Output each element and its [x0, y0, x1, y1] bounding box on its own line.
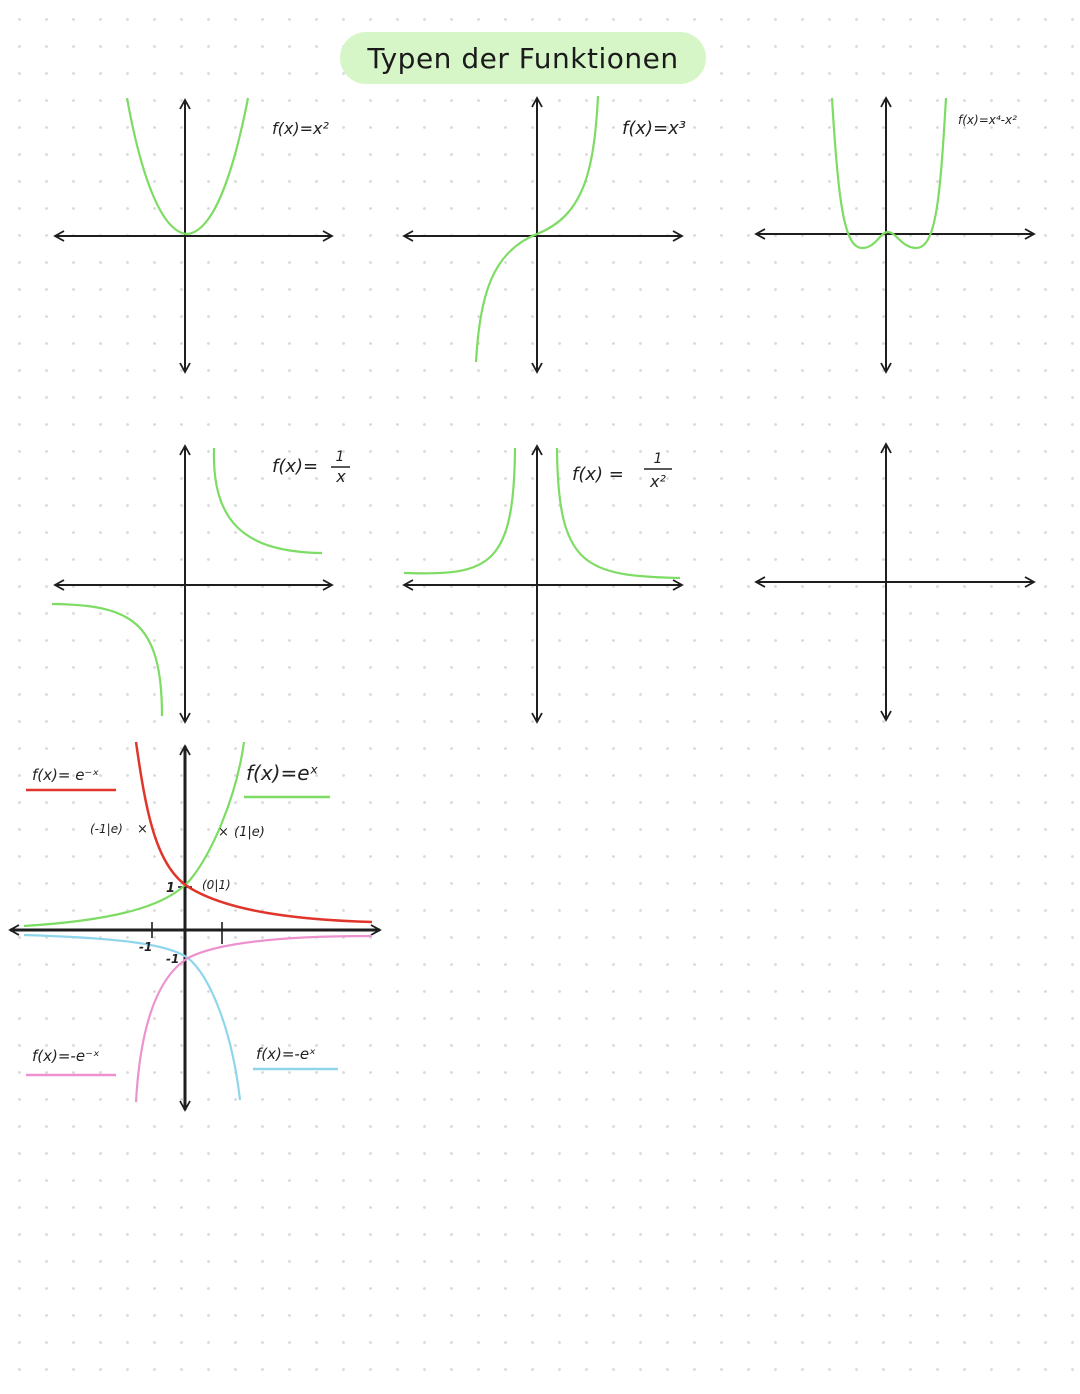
fraction-numerator: 1 — [654, 451, 663, 467]
label-neg-exp: f(x)=-eˣ — [256, 1045, 316, 1063]
point-label-mid: (0|1) — [202, 878, 231, 892]
curve-exp — [23, 741, 246, 928]
curve-positive — [212, 447, 323, 555]
function-label: f(x) = — [572, 464, 624, 485]
tick-label-y-pos: 1 — [166, 881, 175, 896]
function-label: f(x)= — [272, 456, 318, 477]
fraction-denominator: x² — [649, 472, 666, 491]
graph-cube: f(x)=x³ — [402, 95, 686, 374]
curve-left — [403, 447, 517, 575]
graph-square: f(x)=x² — [53, 97, 334, 374]
label-exp-neg-x: f(x)= e⁻ˣ — [32, 766, 99, 784]
fraction-numerator: 1 — [336, 449, 345, 465]
graph-reciprocal-squared: f(x) = 1 x² — [402, 444, 684, 724]
point-label-left: (-1|e) — [90, 822, 123, 836]
point-label-right: (1|e) — [234, 825, 265, 840]
curve-neg-exp-neg-x — [134, 934, 373, 1103]
function-label: f(x)=x² — [272, 119, 329, 138]
point-mark-right: × — [218, 825, 229, 840]
graph-empty — [754, 442, 1036, 722]
point-mark-left: × — [137, 822, 148, 837]
fraction-denominator: x — [335, 467, 346, 486]
curve-negative — [51, 602, 164, 717]
curve-right — [555, 447, 681, 580]
graph-reciprocal: f(x)= 1 x — [51, 444, 350, 724]
function-label: f(x)=x⁴-x² — [958, 113, 1017, 127]
function-label: f(x)=x³ — [622, 118, 686, 139]
tick-label-y-neg: -1 — [166, 952, 179, 966]
page-title: Typen der Funktionen — [340, 32, 706, 84]
graph-exponential: f(x)= e⁻ˣ f(x)=eˣ f(x)=-e⁻ˣ f(x)=-eˣ (-1… — [8, 741, 382, 1112]
graph-quartic: f(x)=x⁴-x² — [754, 96, 1036, 374]
tick-label-x-neg: -1 — [139, 940, 152, 954]
curve — [125, 97, 250, 236]
label-exp: f(x)=eˣ — [246, 761, 319, 785]
curve — [474, 95, 600, 363]
curve-exp-neg-x — [134, 741, 373, 924]
label-neg-exp-neg-x: f(x)=-e⁻ˣ — [32, 1047, 100, 1065]
curve — [830, 97, 948, 250]
